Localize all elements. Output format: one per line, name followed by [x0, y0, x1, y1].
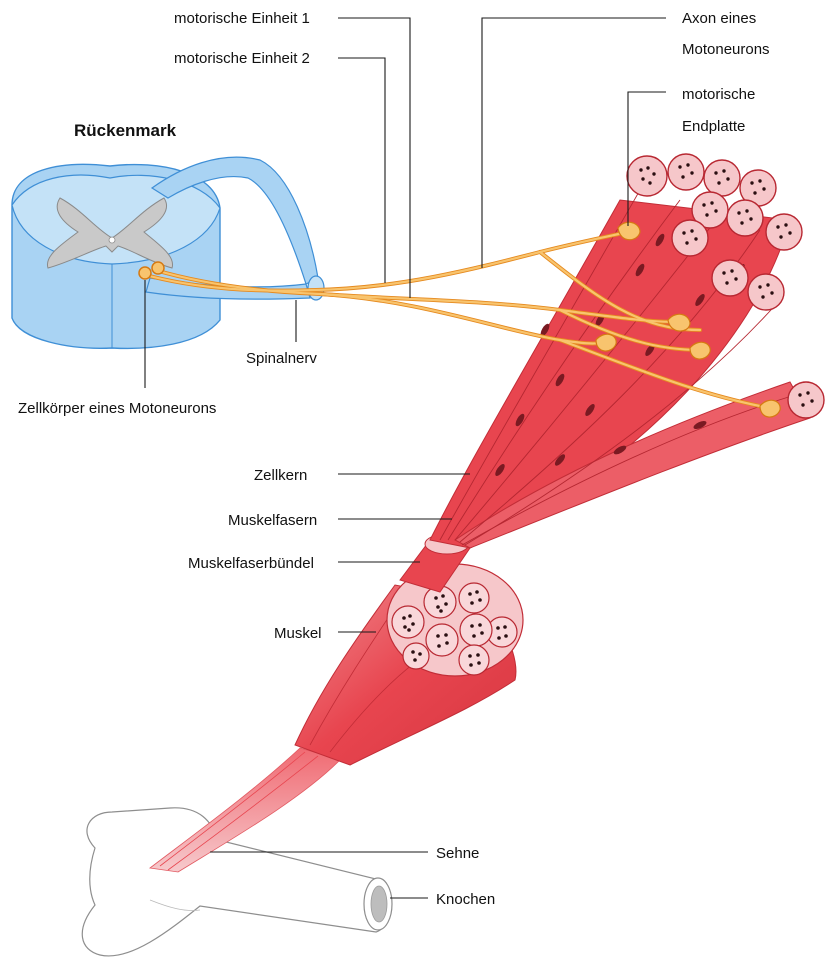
label-endplate-line-1: motorische	[682, 86, 755, 103]
motoneuron-cell-bodies	[138, 261, 165, 280]
muscle-shape	[294, 563, 524, 766]
fiber-end-caps	[626, 153, 825, 419]
bone	[81, 807, 393, 957]
label-fiber-bundle: Muskelfaserbündel	[188, 555, 314, 572]
tendon-shape	[148, 747, 341, 873]
label-nucleus: Zellkern	[254, 467, 307, 484]
nuclei	[495, 233, 745, 476]
label-motor-unit-2: motorische Einheit 2	[174, 50, 310, 67]
label-axon-line-1: Axon eines	[682, 10, 756, 27]
label-spinal-nerve: Spinalnerv	[246, 350, 317, 367]
spinal-cord-title: Rückenmark	[74, 121, 177, 140]
label-axon-line-2: Motoneurons	[682, 41, 770, 58]
label-motor-unit-1: motorische Einheit 1	[174, 10, 310, 27]
motor-endplates	[595, 221, 781, 418]
label-tendon: Sehne	[436, 845, 479, 862]
label-cell-body: Zellkörper eines Motoneurons	[18, 400, 216, 417]
grey-matter	[46, 197, 174, 269]
label-muscle-fibers: Muskelfasern	[228, 512, 317, 529]
axons	[140, 230, 772, 410]
label-bone: Knochen	[436, 891, 495, 908]
muscle-cross-section-bundles	[391, 582, 518, 676]
label-endplate-line-2: Endplatte	[682, 118, 745, 135]
labels: Rückenmark motorische Einheit 1 motorisc…	[18, 10, 770, 908]
label-muscle: Muskel	[274, 625, 322, 642]
leader-lines	[144, 17, 666, 899]
spinal-cord	[11, 156, 325, 350]
muscle-fibers-shape	[429, 153, 825, 549]
